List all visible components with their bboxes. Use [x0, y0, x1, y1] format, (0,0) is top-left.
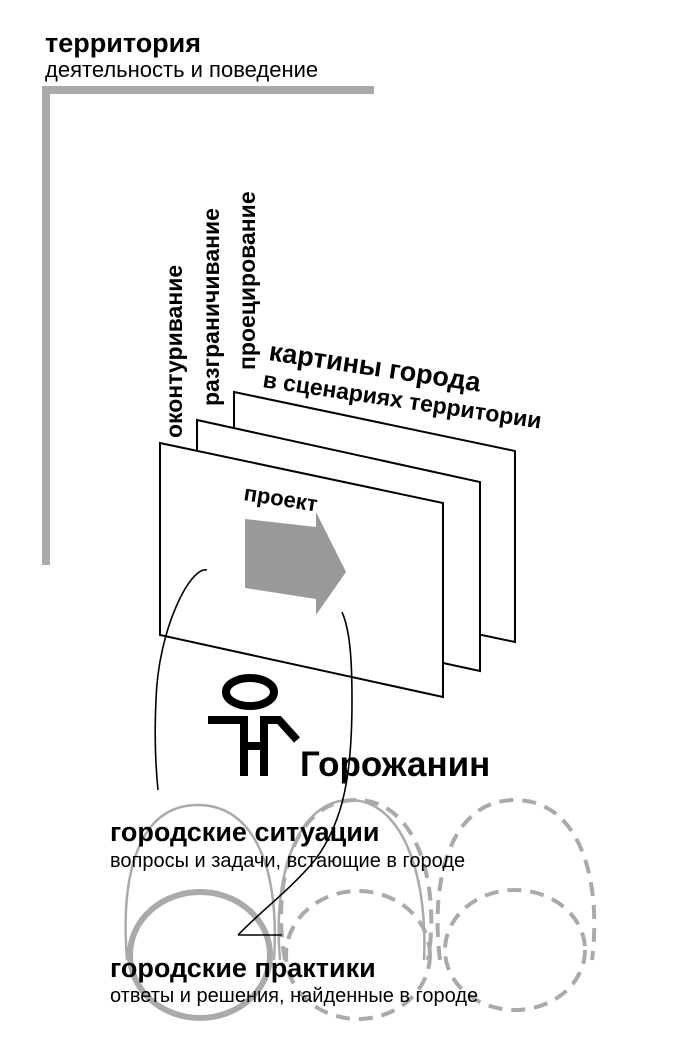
loop-dashed-lower-mid: [284, 889, 432, 1021]
process-label-delimiting: разграничивание: [198, 208, 224, 406]
loop-dashed-upper-mid: [279, 797, 434, 961]
territory-frame: [42, 86, 374, 565]
citizen-label: Горожанин: [300, 745, 490, 784]
loop-solid-upper-left: [124, 803, 277, 961]
loop-solid-lower-left: [127, 889, 273, 1021]
process-label-projecting: проецирование: [234, 191, 260, 370]
practices-subtitle: ответы и решения, найденные в городе: [110, 985, 478, 1007]
territory-title: территория: [45, 28, 201, 58]
loop-dashed-upper-right: [435, 797, 597, 961]
loop-solid-upper-mid: [277, 798, 426, 961]
project-arrow: [245, 512, 346, 615]
citizen-icon: [208, 674, 300, 776]
process-label-contouring: оконтуривание: [161, 265, 187, 438]
situations-title: городские ситуации: [110, 817, 379, 847]
loop-dashed-lower-right: [443, 888, 587, 1012]
territory-subtitle: деятельность и поведение: [45, 57, 318, 82]
practices-title: городские практики: [110, 953, 376, 983]
cycle-line: [154, 569, 353, 936]
situations-subtitle: вопросы и задачи, встающие в городе: [110, 850, 465, 872]
